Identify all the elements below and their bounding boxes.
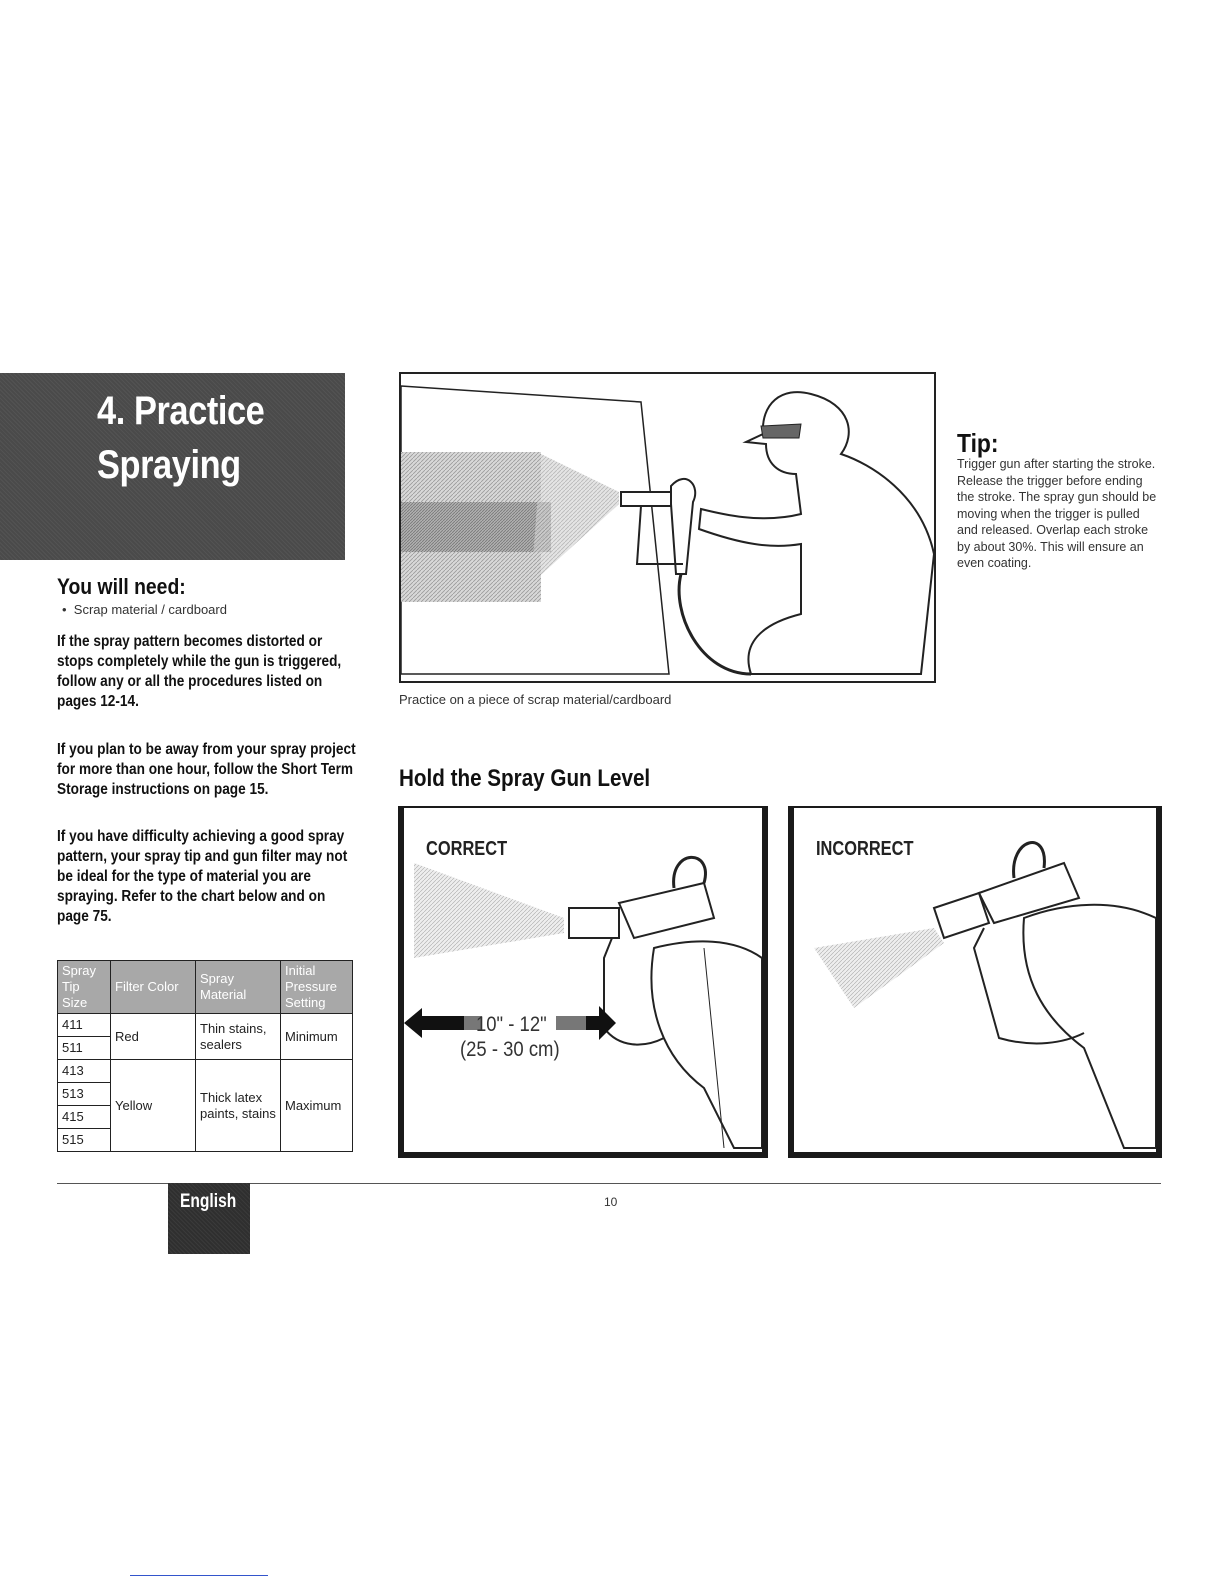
hold-level-heading: Hold the Spray Gun Level: [399, 765, 651, 792]
section-title-block: 4. Practice Spraying: [0, 373, 345, 560]
table-row: 411 Red Thin stains, sealers Minimum: [57, 1013, 353, 1060]
tip-size-cell: 413: [57, 1059, 111, 1083]
correct-gun-illustration: [404, 855, 762, 1149]
spray-material-cell: Thin stains, sealers: [195, 1013, 281, 1060]
incorrect-panel: INCORRECT: [788, 806, 1162, 1158]
tip-size-cell: 511: [57, 1036, 111, 1060]
tip-size-cell: 513: [57, 1082, 111, 1106]
pressure-cell: Maximum: [280, 1059, 353, 1152]
page-number: 10: [604, 1195, 618, 1209]
section-title-line1: 4. Practice: [97, 389, 265, 433]
section-title-line2: Spraying: [97, 443, 241, 487]
tip-size-cell: 415: [57, 1105, 111, 1129]
table-row: 511: [57, 1036, 353, 1060]
correct-panel: CORRECT 10" - 12" (25 - 30 cm): [398, 806, 768, 1158]
bottom-underline: [130, 1575, 268, 1576]
table-row: 515: [57, 1128, 353, 1152]
spray-material-cell: Thick latex paints, stains: [195, 1059, 281, 1152]
distance-cm: (25 - 30 cm): [460, 1038, 560, 1061]
bullet-icon: •: [62, 602, 74, 617]
header-tip-size: Spray Tip Size: [57, 960, 111, 1014]
need-list-item: • Scrap material / cardboard: [62, 602, 227, 617]
header-pressure: Initial Pressure Setting: [280, 960, 353, 1014]
tip-heading: Tip:: [957, 428, 999, 458]
filter-color-cell: Red: [110, 1013, 196, 1060]
header-filter-color: Filter Color: [110, 960, 196, 1014]
distance-inches: 10" - 12": [476, 1013, 547, 1036]
table-row: 413 Yellow Thick latex paints, stains Ma…: [57, 1059, 353, 1152]
spray-tip-table: Spray Tip Size Filter Color Spray Materi…: [57, 960, 353, 1152]
paragraph-storage: If you plan to be away from your spray p…: [57, 741, 356, 798]
incorrect-label: INCORRECT: [816, 838, 914, 860]
tip-size-cell: 515: [57, 1128, 111, 1152]
pressure-cell: Minimum: [280, 1013, 353, 1060]
table-header-row: Spray Tip Size Filter Color Spray Materi…: [57, 960, 353, 1014]
tip-size-cell: 411: [57, 1013, 111, 1037]
correct-label: CORRECT: [426, 838, 508, 860]
paragraph-spray-pattern: If the spray pattern becomes distorted o…: [57, 633, 342, 710]
tip-text: Trigger gun after starting the stroke. R…: [957, 457, 1157, 570]
language-tab: English: [168, 1183, 250, 1254]
language-label: English: [180, 1191, 237, 1212]
incorrect-gun-illustration: [814, 841, 1156, 1149]
footer-divider: [57, 1183, 1161, 1184]
you-will-need-heading: You will need:: [57, 574, 186, 599]
practice-illustration: [399, 372, 936, 683]
illustration-caption: Practice on a piece of scrap material/ca…: [399, 692, 672, 707]
table-row: 513: [57, 1082, 353, 1106]
filter-color-cell: Yellow: [110, 1059, 196, 1152]
painter-spraying-illustration: [400, 385, 936, 676]
paragraph-tip-filter: If you have difficulty achieving a good …: [57, 828, 348, 925]
header-spray-material: Spray Material: [195, 960, 281, 1014]
